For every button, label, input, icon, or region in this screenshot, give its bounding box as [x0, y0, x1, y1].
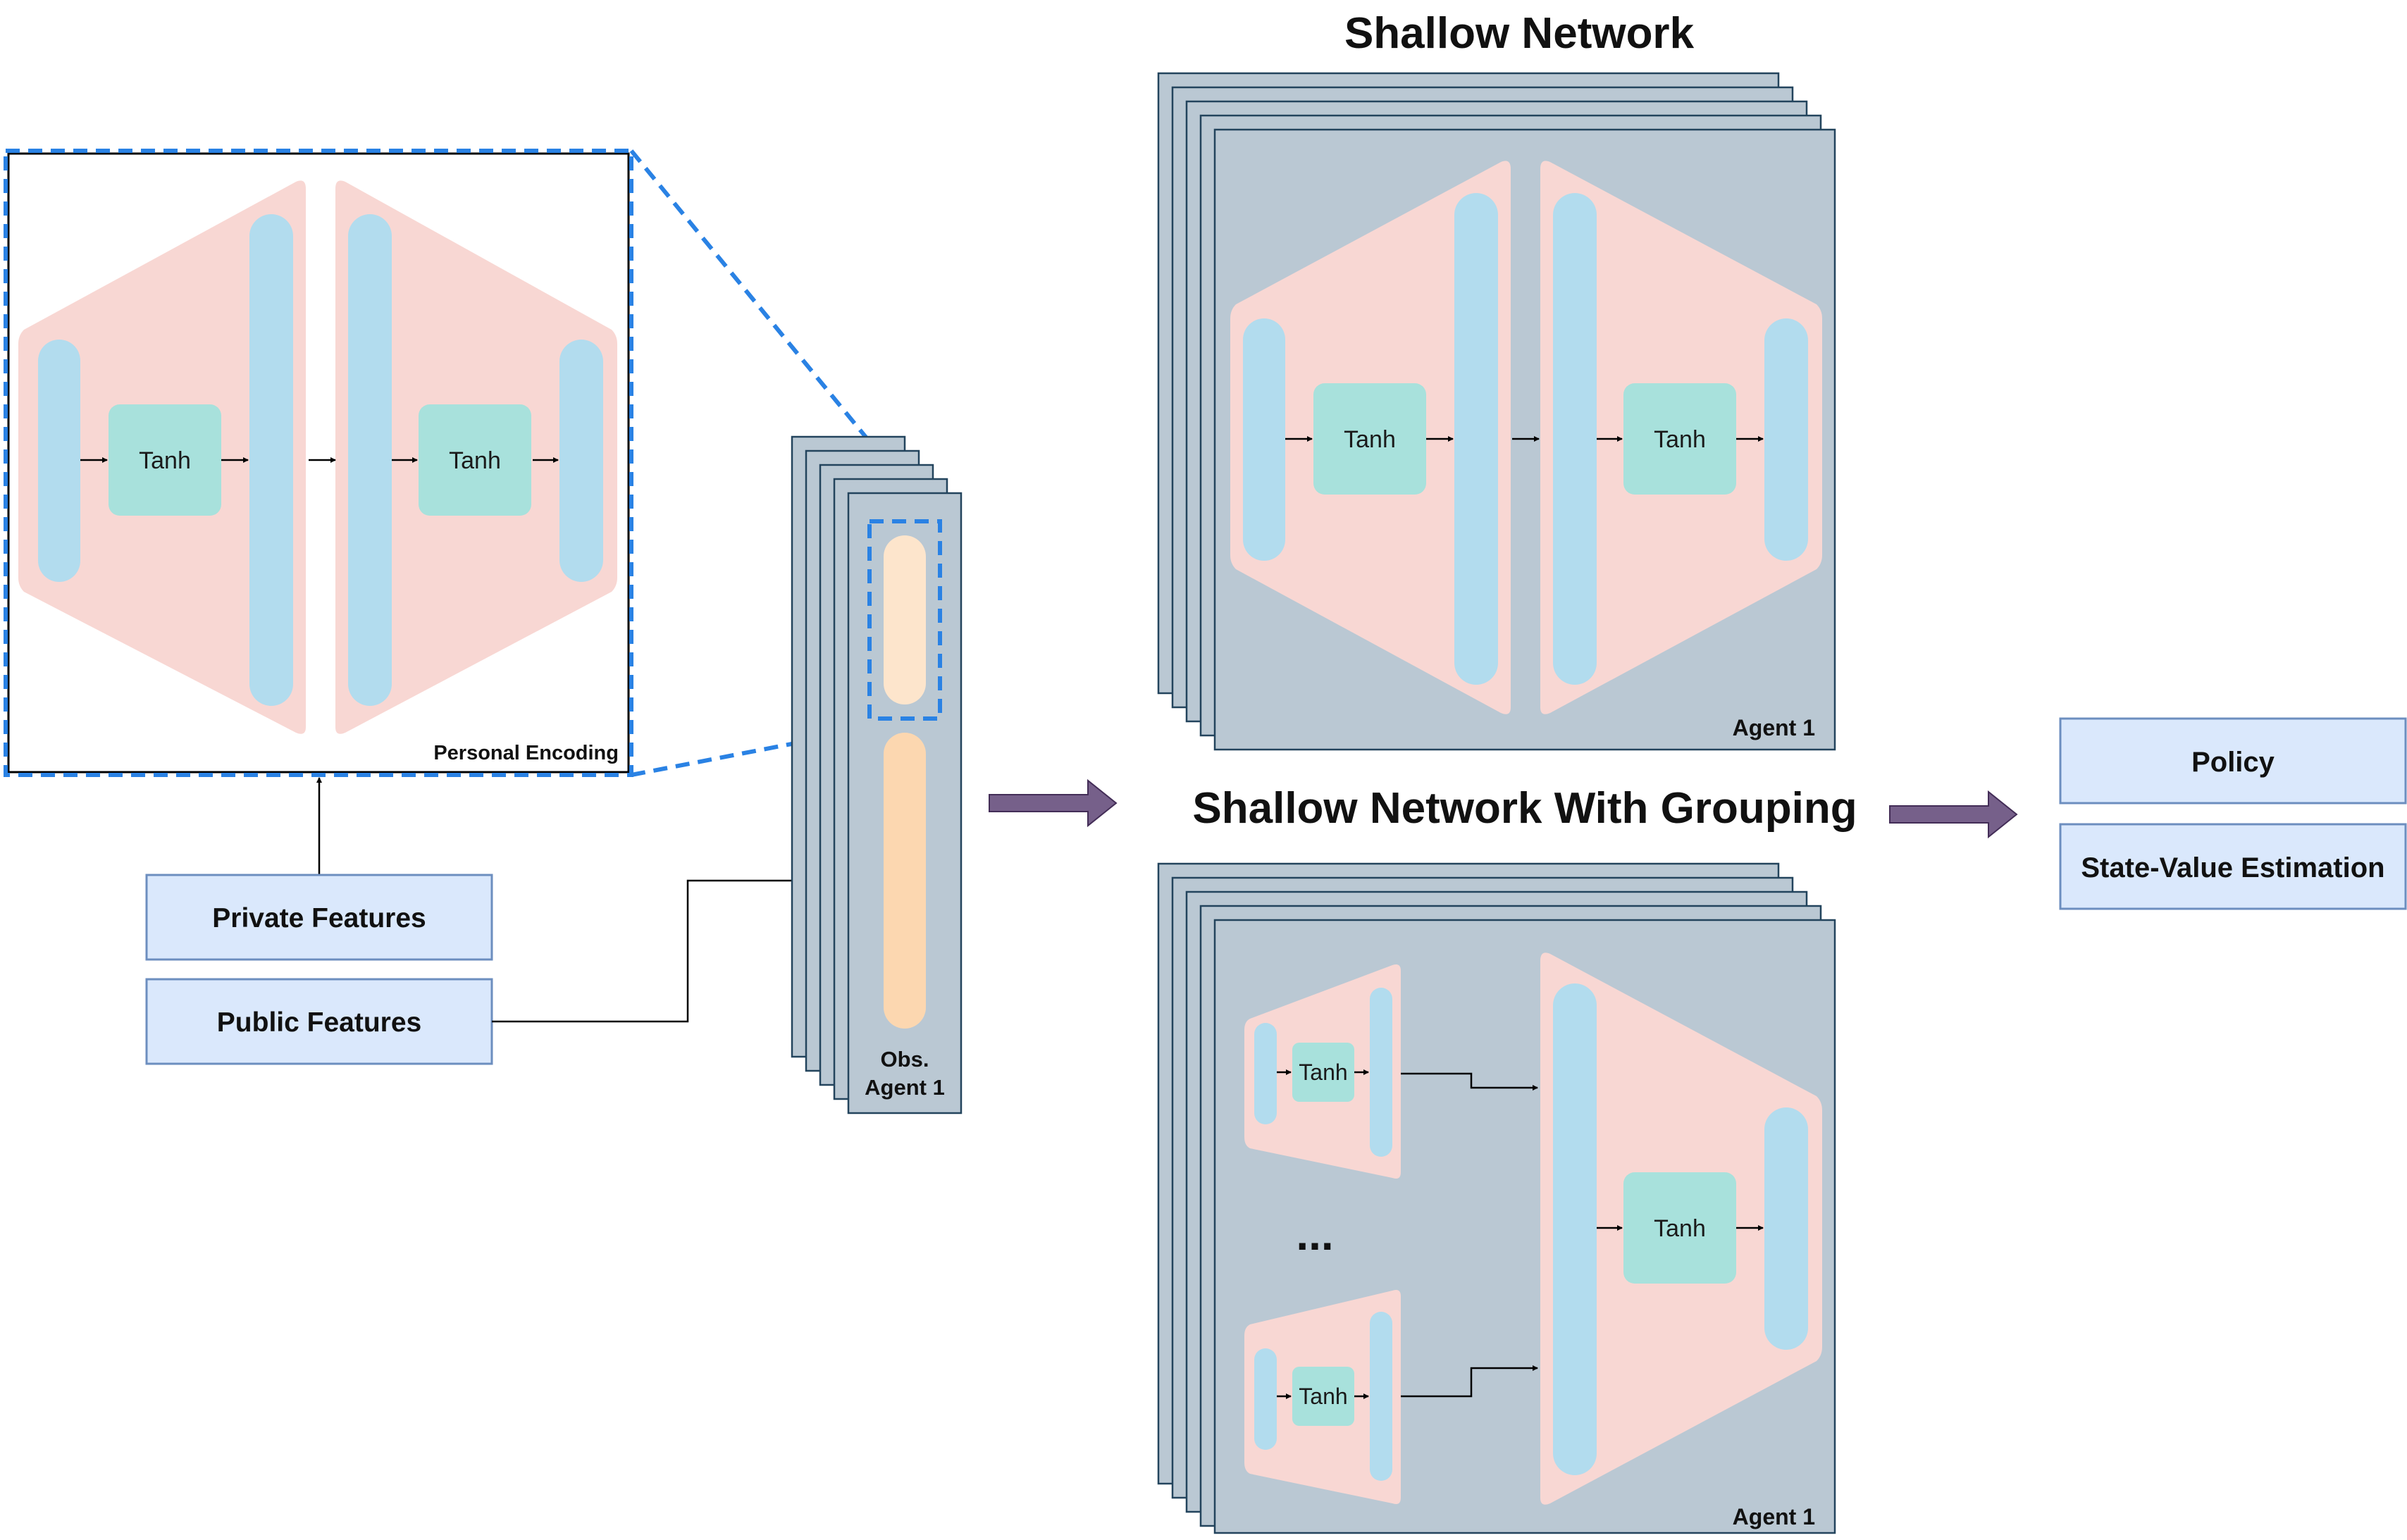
- shallow-network-title: Shallow Network: [1344, 9, 1695, 58]
- hidden-layer-bar: [1553, 983, 1597, 1475]
- agent-label: Agent 1: [1733, 1504, 1815, 1529]
- feature-inputs: Private Features Public Features: [145, 777, 884, 1065]
- personal-encoding-panel: Tanh Tanh Personal Encoding: [4, 149, 633, 777]
- group-input-bar: [1254, 1348, 1277, 1450]
- big-flow-arrow: [989, 778, 1118, 828]
- zoom-connector-line: [629, 149, 939, 526]
- tanh-box: [1623, 383, 1736, 495]
- group-to-main-arrow: [1401, 1072, 1538, 1091]
- hidden-layer-bar: [1553, 193, 1597, 685]
- tanh-box: [109, 404, 221, 516]
- policy-label: Policy: [2191, 747, 2275, 778]
- observation-label: Agent 1: [865, 1075, 945, 1100]
- dashed-slot-frame: [867, 519, 942, 721]
- tanh-label: Tanh: [1299, 1060, 1347, 1085]
- hidden-layer-bar: [1454, 193, 1498, 685]
- group-to-main-arrow: [1401, 1365, 1538, 1398]
- tanh-box: [419, 404, 531, 516]
- tanh-label: Tanh: [1654, 426, 1706, 453]
- output-layer-bar: [1764, 1107, 1808, 1350]
- observation-stack: Obs. Agent 1: [791, 435, 963, 1114]
- big-flow-arrow: [1889, 790, 2018, 839]
- input-layer-bar: [38, 340, 80, 582]
- output-heads: Policy State-Value Estimation: [2059, 717, 2407, 910]
- tanh-box: [1623, 1172, 1736, 1284]
- grouping-network-stack: Tanh ... Tanh Tanh Agent 1: [1157, 862, 1836, 1534]
- value-label: State-Value Estimation: [2081, 852, 2384, 883]
- private-features-box: [145, 874, 493, 961]
- shallow-network-stack: Tanh Tanh Agent 1: [1157, 72, 1836, 751]
- tanh-box: [1313, 383, 1426, 495]
- tanh-label: Tanh: [1299, 1384, 1347, 1409]
- value-box: [2059, 823, 2407, 910]
- grouping-network-title: Shallow Network With Grouping: [1192, 784, 1857, 833]
- zoom-dashed-frame: [4, 149, 633, 777]
- public-features-box: [145, 978, 493, 1065]
- group-input-bar: [1254, 1023, 1277, 1124]
- hidden-layer-bar: [348, 214, 392, 706]
- personal-encoding-slot: [884, 535, 926, 704]
- input-layer-bar: [1243, 318, 1285, 561]
- group-output-bar: [1370, 988, 1392, 1157]
- hidden-layer-bar: [249, 214, 293, 706]
- tanh-label: Tanh: [139, 447, 191, 474]
- output-layer-bar: [559, 340, 603, 582]
- public-feature-slot: [884, 733, 926, 1029]
- tanh-box: [1292, 1043, 1354, 1102]
- tanh-box: [1292, 1367, 1354, 1426]
- group-ellipsis: ...: [1296, 1209, 1333, 1260]
- personal-encoding-caption: Personal Encoding: [433, 742, 619, 764]
- private-features-label: Private Features: [212, 903, 426, 933]
- tanh-label: Tanh: [1344, 426, 1396, 453]
- observation-label: Obs.: [881, 1047, 929, 1072]
- tanh-label: Tanh: [1654, 1215, 1706, 1242]
- group-output-bar: [1370, 1312, 1392, 1481]
- policy-box: [2059, 717, 2407, 805]
- agent-label: Agent 1: [1733, 715, 1815, 740]
- public-to-observation-arrow: [492, 878, 884, 1023]
- output-layer-bar: [1764, 318, 1808, 561]
- tanh-label: Tanh: [449, 447, 501, 474]
- public-features-label: Public Features: [217, 1007, 421, 1038]
